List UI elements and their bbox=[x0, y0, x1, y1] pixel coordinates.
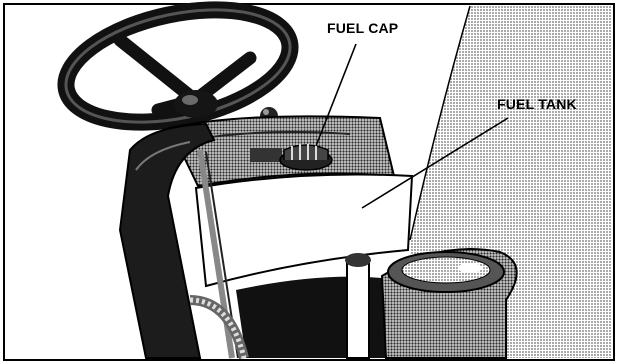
fuel-cap bbox=[280, 144, 332, 170]
fuel-tank-label: FUEL TANK bbox=[497, 96, 577, 112]
fuel-tank bbox=[196, 175, 412, 287]
fuel-cap-label: FUEL CAP bbox=[327, 20, 398, 36]
